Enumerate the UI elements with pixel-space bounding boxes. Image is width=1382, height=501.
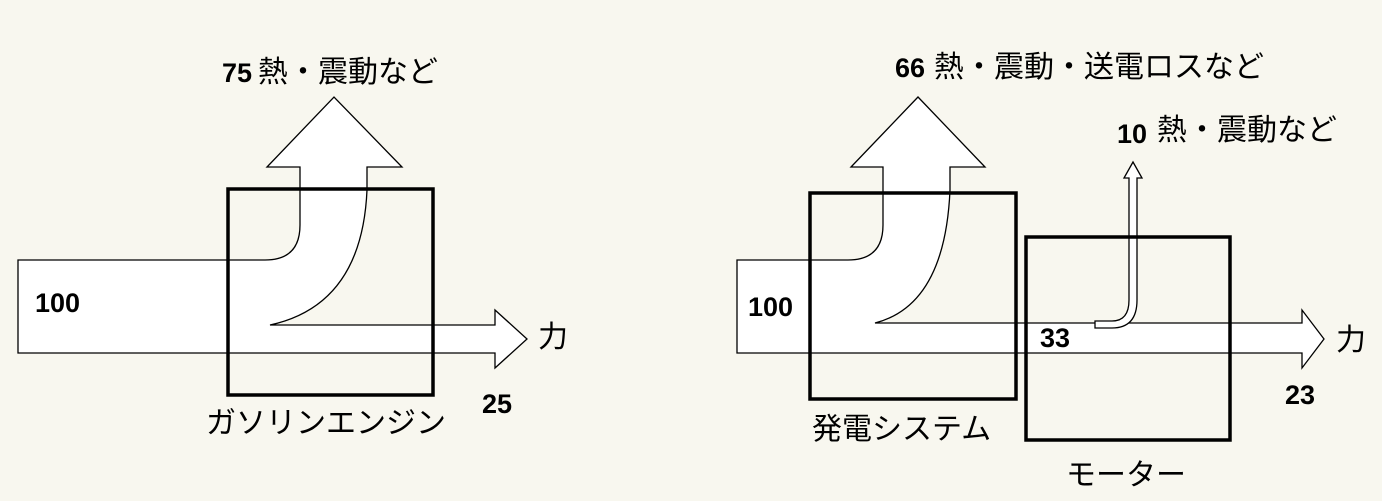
gasoline-output-label: 力	[538, 320, 568, 355]
gasoline-engine-label: ガソリンエンジン	[206, 406, 446, 441]
hybrid-loss-label: 熱・震動・送電ロスなど	[934, 50, 1264, 85]
hybrid-input-value: 100	[748, 292, 793, 322]
motor-loss-arrow	[1094, 160, 1144, 329]
generator-box	[808, 191, 1018, 401]
hybrid-output-value: 23	[1285, 380, 1315, 410]
motor-box	[1024, 235, 1232, 442]
gasoline-engine-diagram: 100 75 熱・震動など 力 25 ガソリンエンジン	[17, 55, 568, 441]
hybrid-loss-value: 66	[895, 53, 925, 83]
generator-label: 発電システム	[812, 412, 991, 447]
motor-loss-value: 10	[1117, 119, 1147, 149]
gasoline-loss-label: 熱・震動など	[258, 55, 438, 90]
gasoline-loss-value: 75	[222, 58, 252, 88]
gasoline-engine-box	[226, 187, 435, 397]
hybrid-system-diagram: 100 66 熱・震動・送電ロスなど 10 熱・震動など 33 力 23 発電シ…	[736, 50, 1366, 493]
gasoline-output-value: 25	[482, 389, 512, 419]
motor-label: モーター	[1066, 458, 1186, 493]
motor-loss-label: 熱・震動など	[1157, 113, 1337, 148]
gasoline-energy-flow-arrow	[17, 96, 528, 370]
hybrid-output-label: 力	[1336, 323, 1366, 358]
gasoline-input-value: 100	[35, 288, 80, 318]
hybrid-mid-value: 33	[1040, 323, 1070, 353]
